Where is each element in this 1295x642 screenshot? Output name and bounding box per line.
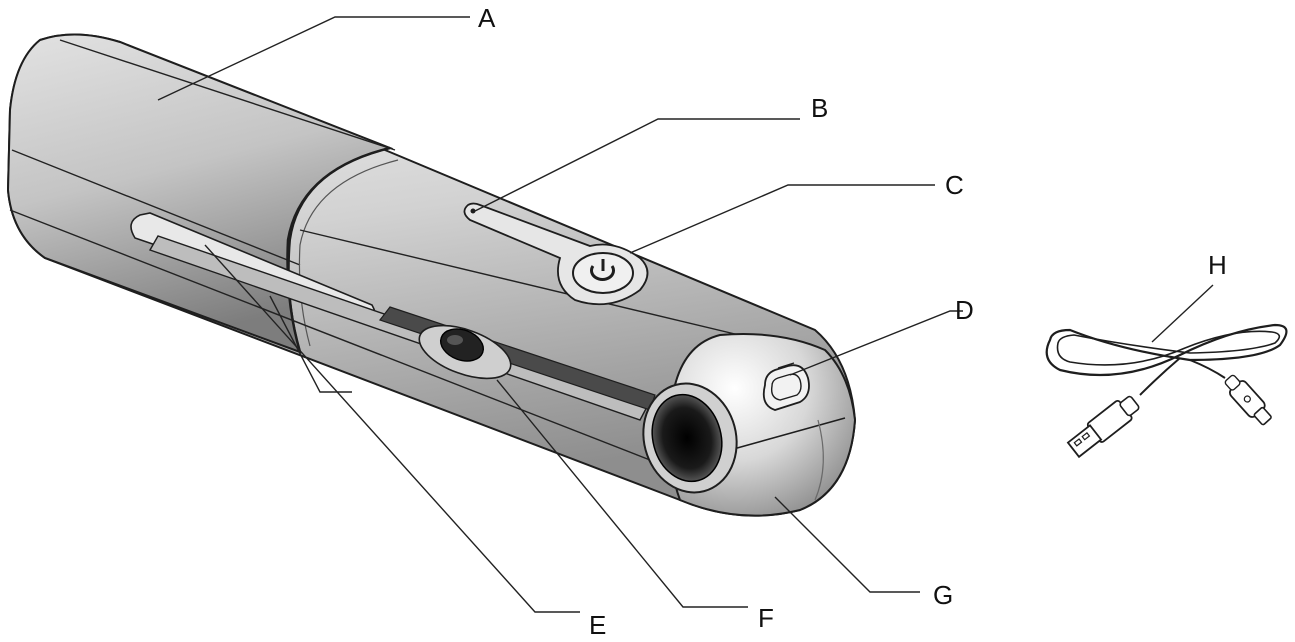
body-line-mid <box>9 209 651 461</box>
leader-e-upper <box>204 244 580 613</box>
nozzle-opening <box>651 393 723 483</box>
leader-f <box>496 379 748 608</box>
cable-strand-right <box>1189 359 1226 379</box>
cap-lower-line <box>11 149 301 266</box>
device-body <box>6 33 857 517</box>
indicator-light <box>470 208 476 214</box>
leader-b <box>474 118 800 212</box>
usb-cable-icon <box>1045 323 1288 459</box>
leader-d <box>789 310 963 376</box>
leader-lines <box>157 16 1214 613</box>
cap-edge-line <box>59 39 396 151</box>
label-c: C <box>945 170 964 200</box>
leader-h <box>1151 284 1214 343</box>
label-g: G <box>933 580 953 610</box>
slider-switch[interactable] <box>412 315 517 389</box>
leader-e-lower <box>269 295 352 393</box>
cap-seam-inner <box>298 159 399 347</box>
power-icon <box>590 259 615 281</box>
leader-c <box>629 184 935 254</box>
label-d: D <box>955 295 974 325</box>
callout-labels: A B C D E F G H <box>478 3 1227 640</box>
cable-loop-inner <box>1056 330 1281 366</box>
end-cap-seam-inner <box>814 419 824 501</box>
leader-a <box>157 16 470 101</box>
label-a: A <box>478 3 496 33</box>
cap-seam <box>286 146 391 353</box>
cable-strand-left <box>1139 357 1181 396</box>
label-h: H <box>1208 250 1227 280</box>
slider-knob-highlight <box>447 335 463 345</box>
micro-usb-plug <box>1224 374 1272 426</box>
power-button-ring <box>572 252 634 294</box>
body-line-top <box>299 229 761 341</box>
leader-g <box>774 496 920 593</box>
label-b: B <box>811 93 828 123</box>
label-e: E <box>589 610 606 640</box>
label-f: F <box>758 603 774 633</box>
usb-a-plug <box>1066 395 1140 459</box>
power-button[interactable] <box>572 252 634 294</box>
usb-port-icon <box>762 362 810 411</box>
